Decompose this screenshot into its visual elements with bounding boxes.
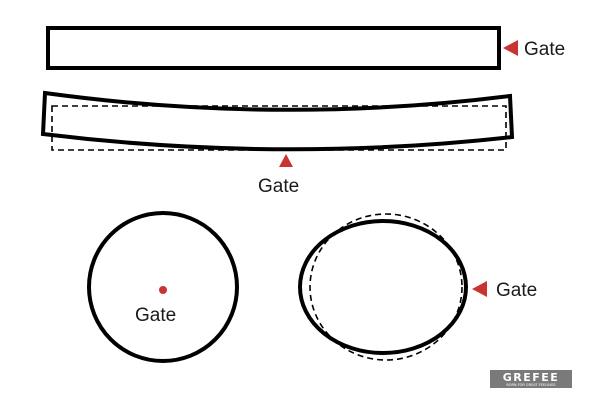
oval-disc-original-outline <box>309 213 463 361</box>
round-disc-part: Gate <box>87 211 239 363</box>
oval-disc-gate-marker <box>472 281 487 297</box>
brand-watermark-name: GREFEE <box>503 371 560 384</box>
oval-disc-deformed-outline <box>298 219 468 355</box>
oval-disc-part: Gate <box>298 213 537 361</box>
straight-bar-gate-label: Gate <box>524 39 565 60</box>
straight-bar-outline <box>46 26 501 70</box>
round-disc-gate-label: Gate <box>135 305 176 326</box>
brand-watermark-tagline: BORN FOR GREAT FEELINGS <box>506 383 556 387</box>
straight-bar-gate-marker <box>503 40 518 56</box>
straight-bar-part: Gate <box>46 26 565 70</box>
brand-watermark-box <box>490 370 572 388</box>
round-disc-outline <box>87 211 239 363</box>
warped-bar-gate-label: Gate <box>258 176 299 197</box>
round-disc-gate-marker <box>159 286 167 294</box>
brand-watermark-logo: GREFEE BORN FOR GREAT FEELINGS <box>490 370 572 388</box>
warped-bar-gate-marker <box>279 154 293 167</box>
warped-bar-deformed-outline <box>40 90 515 152</box>
oval-disc-gate-label: Gate <box>496 280 537 301</box>
warped-bar-part: Gate <box>40 90 515 197</box>
